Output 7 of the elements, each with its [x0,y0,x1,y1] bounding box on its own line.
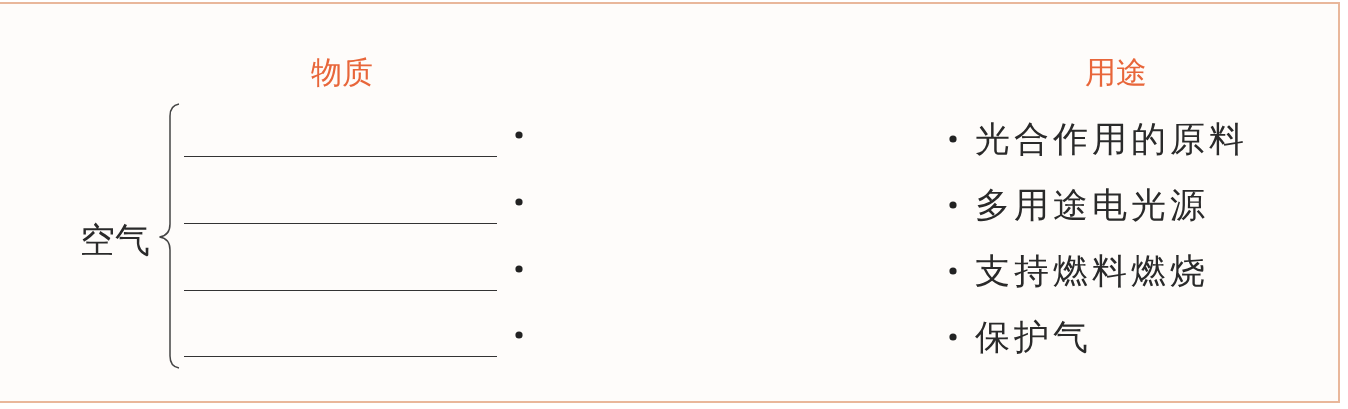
option-text: 保护气 [975,319,1092,355]
option-text: 光合作用的原料 [975,121,1248,157]
column-heading: 物质 [311,56,373,88]
option-text: 支持燃料燃烧 [975,253,1209,289]
column-heading: 用途 [1085,56,1147,88]
option-text: 多用途电光源 [975,187,1209,223]
term-label: 空气 [80,222,150,258]
